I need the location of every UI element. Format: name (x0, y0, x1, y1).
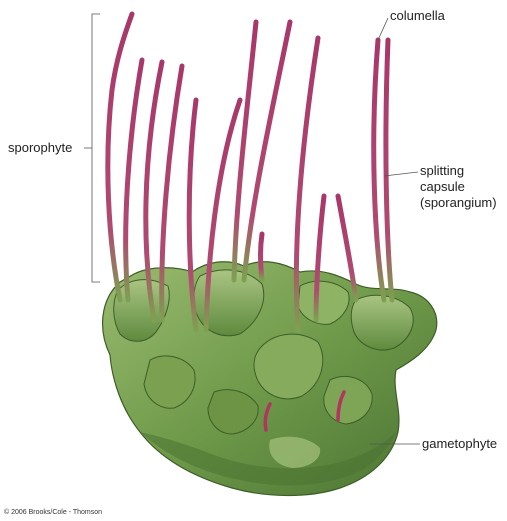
capsule-label-line1: splitting (420, 163, 497, 179)
capsule-label: splitting capsule (sporangium) (420, 163, 497, 211)
capsule-leader (384, 172, 418, 176)
capsule-label-line2: capsule (420, 179, 497, 195)
columella-label: columella (390, 8, 445, 24)
capsule-label-line3: (sporangium) (420, 195, 497, 211)
sporophyte-label: sporophyte (8, 140, 72, 156)
sporophyte-bracket (92, 14, 100, 282)
columella-leader (378, 18, 388, 40)
gametophyte-label: gametophyte (422, 436, 497, 452)
copyright-notice: © 2006 Brooks/Cole - Thomson (4, 509, 102, 516)
